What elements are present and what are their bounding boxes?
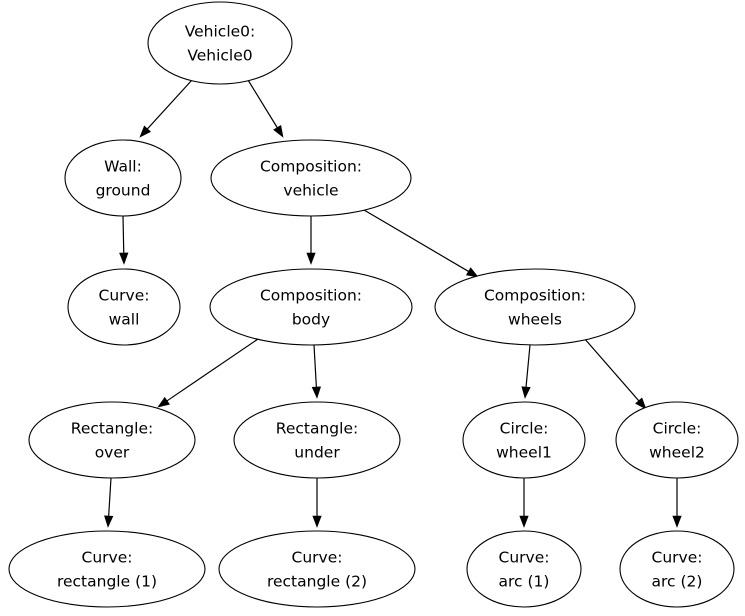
node-label-type: Circle: [500, 420, 549, 438]
edges-layer [104, 79, 682, 528]
node-label-type: Wall: [104, 158, 142, 176]
edge-rectangle_under-to-curve_rectangle_2 [312, 478, 322, 528]
node-label-type: Rectangle: [276, 420, 358, 438]
edge-composition_body-to-rectangle_under [311, 344, 321, 399]
arrowhead-icon [519, 515, 529, 528]
node-ellipse[interactable] [209, 268, 413, 346]
arrowhead-icon [465, 267, 479, 278]
node-ellipse[interactable] [28, 401, 196, 479]
node-label-name: under [294, 444, 340, 462]
node-label-name: ground [96, 182, 151, 200]
node-circle_wheel1[interactable]: Circle: wheel1 [462, 401, 586, 479]
node-label-type: Circle: [653, 420, 702, 438]
edge-circle_wheel1-to-curve_arc_1 [519, 478, 529, 528]
node-ellipse[interactable] [8, 530, 206, 608]
edge-composition_vehicle-to-composition_wheels [363, 209, 479, 278]
node-label-name: arc (2) [652, 573, 703, 591]
edge-composition_wheels-to-circle_wheel1 [521, 344, 531, 399]
arrowhead-icon [157, 396, 170, 408]
arrowhead-icon [521, 386, 531, 399]
node-curve_rectangle_1[interactable]: Curve: rectangle (1) [8, 530, 206, 608]
node-label-name: rectangle (2) [267, 573, 367, 591]
node-ellipse[interactable] [147, 1, 293, 85]
node-ellipse[interactable] [434, 268, 636, 346]
node-label-name: vehicle [283, 182, 338, 200]
node-ellipse[interactable] [619, 530, 735, 608]
node-ellipse[interactable] [233, 401, 401, 479]
node-ellipse[interactable] [462, 401, 586, 479]
arrowhead-icon [635, 397, 647, 410]
arrowhead-icon [311, 386, 321, 399]
edge-vehicle0-to-composition_vehicle [247, 79, 284, 138]
edge-line [363, 209, 469, 272]
node-label-type: Composition: [260, 287, 362, 305]
edge-line [583, 337, 640, 402]
node-curve_arc_1[interactable]: Curve: arc (1) [466, 530, 582, 608]
arrowhead-icon [139, 125, 152, 138]
node-label-type: Curve: [652, 549, 703, 567]
edge-line [122, 215, 125, 254]
node-label-name: Vehicle0 [187, 47, 252, 65]
node-composition_body[interactable]: Composition: body [209, 268, 413, 346]
edge-line [525, 344, 531, 388]
arrowhead-icon [119, 252, 129, 265]
node-composition_vehicle[interactable]: Composition: vehicle [210, 139, 412, 217]
arrowhead-icon [672, 515, 682, 528]
node-curve_wall[interactable]: Curve: wall [67, 268, 181, 346]
node-label-name: wheel1 [496, 444, 552, 462]
node-rectangle_under[interactable]: Rectangle: under [233, 401, 401, 479]
edge-wall_ground-to-curve_wall [119, 215, 129, 265]
node-label-type: Curve: [499, 549, 550, 567]
node-ellipse[interactable] [64, 139, 182, 217]
edge-line [146, 79, 193, 130]
node-label-name: body [292, 311, 330, 329]
node-ellipse[interactable] [615, 401, 739, 479]
node-label-type: Composition: [484, 287, 586, 305]
node-label-name: wheels [508, 311, 562, 329]
node-label-type: Composition: [260, 158, 362, 176]
edge-line [313, 344, 317, 388]
node-label-name: arc (1) [499, 573, 550, 591]
node-ellipse[interactable] [218, 530, 416, 608]
node-ellipse[interactable] [67, 268, 181, 346]
arrowhead-icon [306, 252, 316, 265]
node-label-type: Vehicle0: [185, 23, 256, 41]
node-ellipse[interactable] [466, 530, 582, 608]
edge-line [247, 79, 278, 128]
edge-line [108, 477, 112, 517]
arrowhead-icon [273, 124, 284, 138]
node-label-type: Curve: [292, 549, 343, 567]
node-ellipse[interactable] [210, 139, 412, 217]
node-rectangle_over[interactable]: Rectangle: over [28, 401, 196, 479]
node-label-type: Rectangle: [71, 420, 153, 438]
edge-composition_wheels-to-circle_wheel2 [583, 337, 647, 410]
node-label-type: Curve: [82, 549, 133, 567]
edge-circle_wheel2-to-curve_arc_2 [672, 478, 682, 528]
node-wall_ground[interactable]: Wall: ground [64, 139, 182, 217]
node-curve_rectangle_2[interactable]: Curve: rectangle (2) [218, 530, 416, 608]
node-label-name: rectangle (1) [57, 573, 157, 591]
arrowhead-icon [104, 515, 114, 528]
edge-composition_body-to-rectangle_over [157, 338, 259, 408]
node-composition_wheels[interactable]: Composition: wheels [434, 268, 636, 346]
edge-rectangle_over-to-curve_rectangle_1 [104, 477, 114, 528]
node-curve_arc_2[interactable]: Curve: arc (2) [619, 530, 735, 608]
edge-line [166, 338, 259, 402]
node-circle_wheel2[interactable]: Circle: wheel2 [615, 401, 739, 479]
edge-vehicle0-to-wall_ground [139, 79, 193, 138]
node-label-name: over [95, 444, 130, 462]
arrowhead-icon [312, 515, 322, 528]
nodes-layer: Vehicle0:Vehicle0Wall:groundComposition:… [8, 1, 739, 608]
node-vehicle0[interactable]: Vehicle0: Vehicle0 [147, 1, 293, 85]
node-label-name: wheel2 [649, 444, 705, 462]
node-label-name: wall [109, 311, 140, 329]
node-label-type: Curve: [99, 287, 150, 305]
edge-composition_vehicle-to-composition_body [306, 216, 316, 265]
